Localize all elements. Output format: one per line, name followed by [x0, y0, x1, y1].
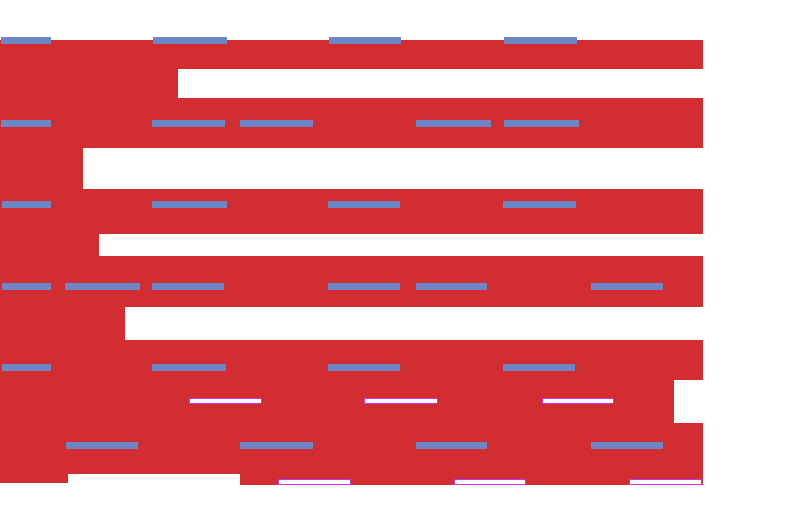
visited-link-bar[interactable] [189, 398, 262, 404]
link-bar[interactable] [2, 201, 51, 208]
link-bar[interactable] [591, 283, 663, 290]
link-bar[interactable] [503, 201, 576, 208]
link-bar[interactable] [152, 201, 227, 208]
link-bar[interactable] [329, 37, 401, 44]
link-bar[interactable] [240, 442, 313, 449]
link-bar[interactable] [1, 37, 51, 44]
red-content-block [0, 189, 703, 234]
red-content-block [0, 98, 703, 148]
link-bar[interactable] [240, 120, 313, 127]
link-bar[interactable] [152, 364, 226, 371]
red-content-block [0, 69, 178, 98]
link-bar[interactable] [66, 442, 138, 449]
link-bar[interactable] [328, 364, 400, 371]
link-bar[interactable] [152, 283, 224, 290]
red-content-block [0, 474, 68, 483]
link-bar[interactable] [328, 283, 400, 290]
red-content-block [0, 40, 703, 69]
link-bar[interactable] [591, 442, 663, 449]
visited-link-bar[interactable] [454, 479, 526, 485]
link-bar[interactable] [153, 37, 227, 44]
visited-link-bar[interactable] [542, 398, 614, 404]
visited-link-bar[interactable] [278, 479, 351, 485]
link-bar[interactable] [65, 283, 140, 290]
red-content-block [0, 234, 99, 256]
visited-link-bar[interactable] [629, 479, 702, 485]
link-bar[interactable] [328, 201, 400, 208]
link-bar[interactable] [2, 283, 51, 290]
link-bar[interactable] [416, 283, 487, 290]
link-bar[interactable] [504, 120, 579, 127]
red-content-block [0, 307, 125, 340]
red-content-block [0, 148, 83, 189]
link-bar[interactable] [2, 364, 51, 371]
link-bar[interactable] [152, 120, 225, 127]
link-bar[interactable] [504, 37, 577, 44]
link-bar[interactable] [1, 120, 51, 127]
red-content-block [0, 340, 703, 380]
link-bar[interactable] [503, 364, 575, 371]
visited-link-bar[interactable] [364, 398, 438, 404]
link-bar[interactable] [416, 442, 487, 449]
red-content-block [0, 256, 703, 307]
link-bar[interactable] [416, 120, 491, 127]
